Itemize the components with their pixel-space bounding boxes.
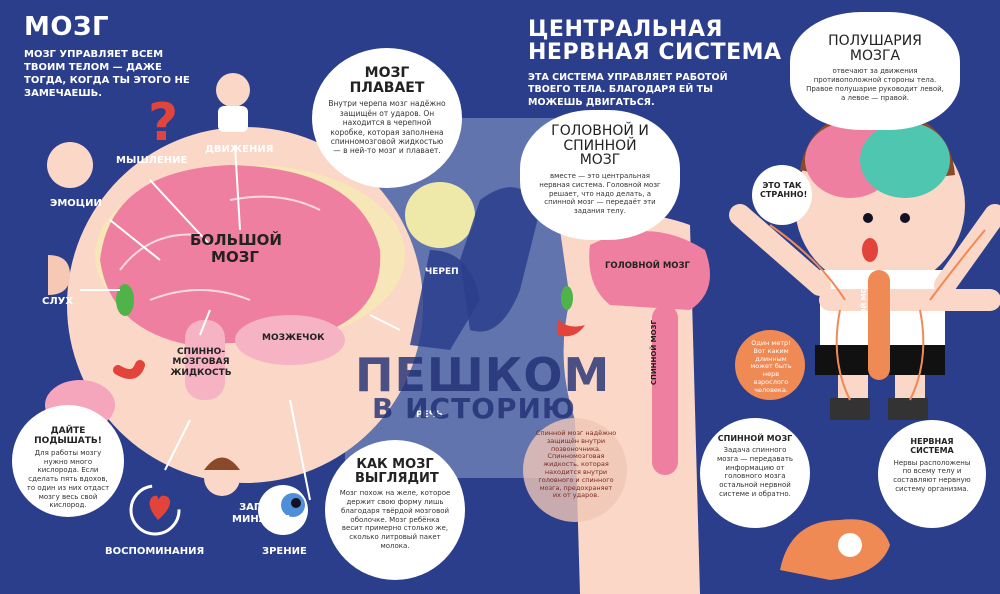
ear-shape xyxy=(48,255,70,295)
big-brain-shape xyxy=(100,165,381,345)
label-spinal-boy: СПИННОЙ МОЗГ xyxy=(860,278,868,344)
right-hemisphere xyxy=(860,122,950,198)
head-spine-title: ГОЛОВНОЙ И СПИННОЙ МОЗГ xyxy=(551,123,649,169)
brain-intro: МОЗГ УПРАВЛЯЕТ ВСЕМ ТВОИМ ТЕЛОМ — ДАЖЕ Т… xyxy=(24,49,190,99)
cerebellum-shape xyxy=(235,315,345,365)
floats-text: Внутри черепа мозг надёжно защищён от уд… xyxy=(328,99,446,156)
heart-shape xyxy=(149,495,171,520)
emotion-face xyxy=(47,142,93,188)
spinal-bubble: СПИННОЙ МОЗГ Задача спинного мозга — пер… xyxy=(700,418,810,528)
brainstem-shape xyxy=(185,320,225,400)
label-memories: ВОСПОМИНАНИЯ xyxy=(105,546,205,557)
label-movement: ДВИЖЕНИЯ xyxy=(205,144,274,155)
label-emotions: ЭМОЦИИ xyxy=(50,198,102,209)
label-brain-right: ГОЛОВНОЙ МОЗГ xyxy=(605,261,690,271)
strange-bubble: ЭТО ТАК СТРАННО! xyxy=(752,165,812,225)
cns-intro: ЭТА СИСТЕМА УПРАВЛЯЕТ РАБОТОЙ ТВОЕГО ТЕЛ… xyxy=(528,72,728,108)
breathe-bubble: ДАЙТЕ ПОДЫШАТЬ! Для работы мозгу нужно м… xyxy=(12,405,124,517)
nervous-title: НЕРВНАЯ СИСТЕМА xyxy=(910,437,954,455)
label-speech: РЕЧЬ xyxy=(416,410,443,420)
breathe-text: Для работы мозгу нужно много кислорода. … xyxy=(26,448,110,510)
spine-shape xyxy=(652,305,678,475)
breathe-title: ДАЙТЕ ПОДЫШАТЬ! xyxy=(34,426,102,446)
label-big-brain: БОЛЬШОЙ МОЗГ xyxy=(190,231,282,267)
moving-kid-head xyxy=(216,73,250,107)
hemispheres-bubble: ПОЛУШАРИЯ МОЗГА отвечают за движения про… xyxy=(790,12,960,130)
head-spine-text: вместе — это центральная нервная система… xyxy=(539,172,661,216)
label-skull: ЧЕРЕП xyxy=(425,267,459,277)
meter-text: Один метр! Вот каким длинным может быть … xyxy=(750,339,792,394)
floats-title: МОЗГ ПЛАВАЕТ xyxy=(349,65,425,96)
meter-badge xyxy=(735,330,805,400)
spinal-title: СПИННОЙ МОЗГ xyxy=(717,434,793,443)
looks-text: Мозг похож на желе, которое держит свою … xyxy=(339,489,451,550)
watermark-line1: ПЕШКОМ xyxy=(355,348,611,402)
label-memorize: ЗАПО-МИНАНИЕ xyxy=(232,502,290,525)
page-title-brain: МОЗГ xyxy=(24,12,110,42)
spinal-text: Задача спинного мозга — передавать инфор… xyxy=(716,446,794,498)
eye-green xyxy=(116,284,134,316)
nervous-text: Нервы расположены по всему телу и состав… xyxy=(893,458,971,493)
page-title-cns: ЦЕНТРАЛЬНАЯ НЕРВНАЯ СИСТЕМА xyxy=(528,17,782,66)
label-thinking: МЫШЛЕНИЕ xyxy=(116,155,188,166)
looks-bubble: КАК МОЗГ ВЫГЛЯДИТ Мозг похож на желе, ко… xyxy=(325,440,465,580)
hemispheres-text: отвечают за движения противоположной сто… xyxy=(806,67,944,102)
head-spine-bubble: ГОЛОВНОЙ И СПИННОЙ МОЗГ вместе — это цен… xyxy=(520,110,680,240)
hemispheres-title: ПОЛУШАРИЯ МОЗГА xyxy=(828,33,922,64)
label-cerebellum: МОЗЖЕЧОК xyxy=(262,333,325,343)
label-spinal-right: СПИННОЙ МОЗГ xyxy=(650,320,658,386)
label-hearing: СЛУХ xyxy=(42,296,74,307)
dog-shape xyxy=(780,519,890,580)
floats-bubble: МОЗГ ПЛАВАЕТ Внутри черепа мозг надёжно … xyxy=(312,48,462,188)
looks-title: КАК МОЗГ ВЫГЛЯДИТ xyxy=(355,457,439,486)
svg-text:?: ? xyxy=(148,93,178,153)
watermark-line2: В ИСТОРИЮ xyxy=(372,392,576,425)
nervous-bubble: НЕРВНАЯ СИСТЕМА Нервы расположены по все… xyxy=(878,420,986,528)
boy-spine xyxy=(868,270,890,380)
strange-text: ЭТО ТАК СТРАННО! xyxy=(760,181,808,200)
protected-text: Спинной мозг надёжно защищён внутри позв… xyxy=(535,429,617,500)
label-vision: ЗРЕНИЕ xyxy=(262,546,307,557)
label-csf: СПИННО-МОЗГОВАЯ ЖИДКОСТЬ xyxy=(170,347,232,378)
protected-badge xyxy=(523,418,627,522)
profile-brain xyxy=(589,231,710,310)
